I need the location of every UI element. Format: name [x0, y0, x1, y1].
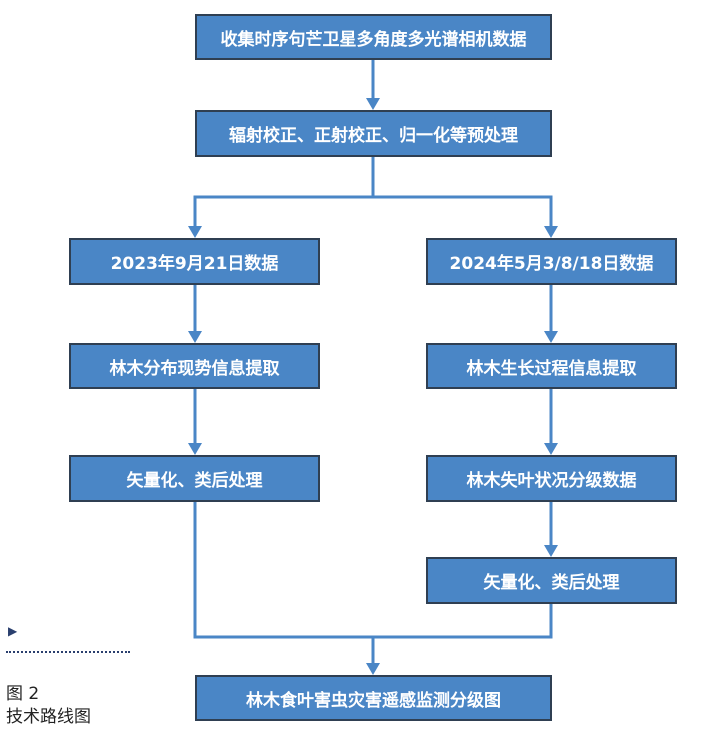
arrow-to-data-2024-head-icon	[544, 226, 558, 238]
node-collect-data: 收集时序句芒卫星多角度多光谱相机数据	[195, 14, 552, 60]
arrow-grading-vectorize-head-icon	[544, 545, 558, 557]
arrow-collect-preprocess-head-icon	[366, 98, 380, 110]
triangle-marker-icon: ▶	[8, 624, 18, 638]
arrow-2024-extract-head-icon	[544, 331, 558, 343]
arrow-to-final-map-head-icon	[366, 663, 380, 675]
node-data-2024: 2024年5月3/8/18日数据	[426, 238, 677, 285]
arrow-2023-extract-head-icon	[188, 331, 202, 343]
node-extract-growth: 林木生长过程信息提取	[426, 343, 677, 389]
node-vectorize-right: 矢量化、类后处理	[426, 557, 677, 604]
node-defoliation-grading: 林木失叶状况分级数据	[426, 455, 677, 502]
node-vectorize-left: 矢量化、类后处理	[69, 455, 320, 502]
node-extract-distribution: 林木分布现势信息提取	[69, 343, 320, 389]
node-data-2023: 2023年9月21日数据	[69, 238, 320, 285]
node-preprocess: 辐射校正、正射校正、归一化等预处理	[195, 110, 552, 157]
figure-label: 图 2	[6, 684, 40, 704]
arrow-extract-vectorize-left-head-icon	[188, 443, 202, 455]
dotted-divider	[6, 651, 130, 653]
arrow-growth-grading-head-icon	[544, 443, 558, 455]
arrow-to-data-2023-head-icon	[188, 226, 202, 238]
figure-title: 技术路线图	[6, 707, 91, 727]
node-final-map: 林木食叶害虫灾害遥感监测分级图	[195, 675, 552, 721]
